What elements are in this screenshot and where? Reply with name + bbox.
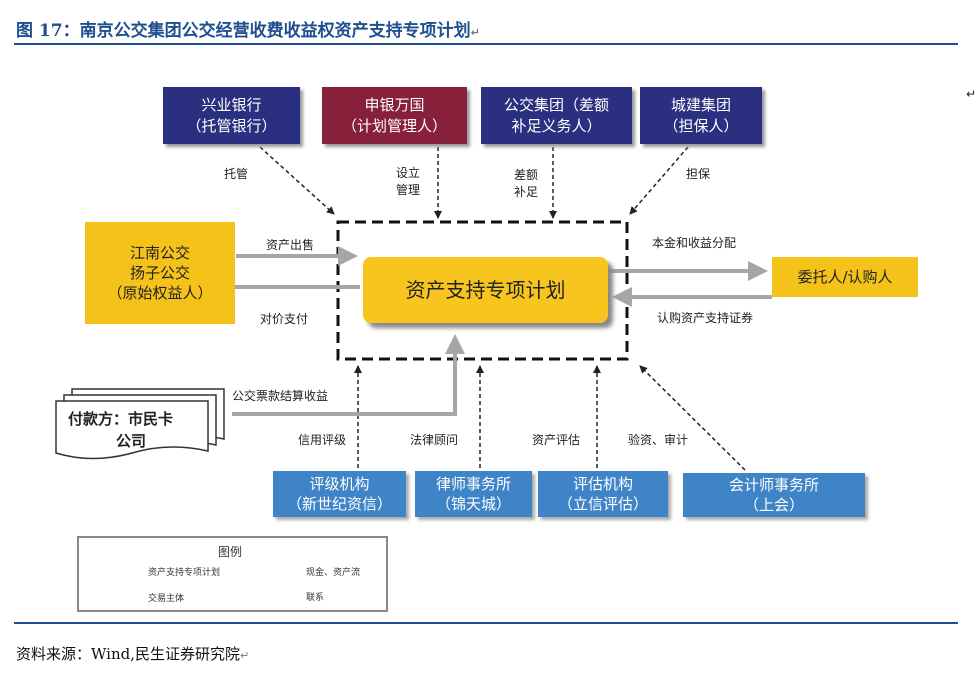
law-firm-firm: （锦天城） — [435, 495, 511, 513]
legend-plan-label: 资产支持专项计划 — [148, 568, 221, 578]
payer-line2: 公司 — [116, 432, 147, 450]
abs-plan-box: 资产支持专项计划 — [363, 257, 608, 323]
law-firm-box: 律师事务所 （锦天城） — [415, 471, 532, 517]
abs-plan-label: 资产支持专项计划 — [405, 277, 566, 302]
trustee-bank-role: （托管银行） — [186, 116, 277, 135]
figure-title: 图 17：南京公交集团公交经营收费收益权资产支持专项计划↵ — [16, 16, 480, 41]
title-rule — [14, 43, 958, 45]
rating-agency-box: 评级机构 （新世纪资信） — [273, 471, 406, 517]
source-paragraph-mark: ↵ — [239, 649, 250, 662]
legend-cash-label: 现金、资产流 — [306, 568, 361, 578]
figure-title-text: 图 17：南京公交集团公交经营收费收益权资产支持专项计划 — [16, 21, 471, 41]
topup-label-1: 差额 — [514, 168, 539, 182]
legend-box — [77, 536, 388, 612]
plan-manager-role: （计划管理人） — [341, 116, 447, 135]
asset-valuation-label: 资产评估 — [532, 433, 581, 447]
guarantee-label: 担保 — [686, 167, 711, 181]
source-rule — [14, 622, 958, 624]
setup-label-1: 设立 — [396, 166, 421, 180]
plan-manager-name: 申银万国 — [364, 96, 425, 115]
source-note: 资料来源：Wind,民生证券研究院↵ — [16, 643, 249, 664]
guarantor-box: 城建集团 （担保人） — [640, 87, 762, 144]
law-firm-name: 律师事务所 — [435, 474, 511, 493]
source-text: 资料来源：Wind,民生证券研究院 — [16, 645, 240, 663]
legend-title: 图例 — [218, 545, 243, 559]
originator-box: 江南公交 扬子公交 （原始权益人） — [85, 222, 235, 324]
asset-sale-label: 资产出售 — [266, 238, 315, 252]
legend-party-label: 交易主体 — [148, 594, 185, 604]
plan-manager-box: 申银万国 （计划管理人） — [322, 87, 467, 144]
custody-label: 托管 — [224, 167, 249, 181]
consideration-label: 对价支付 — [260, 312, 309, 326]
originator-line3: （原始权益人） — [107, 284, 213, 303]
payer-doc-front — [55, 400, 209, 460]
subscription-label: 认购资产支持证券 — [657, 311, 754, 325]
investor-label: 委托人/认购人 — [797, 267, 893, 286]
topup-obligor-line1: 公交集团（差额 — [503, 96, 609, 115]
topup-obligor-line2: 补足义务人） — [511, 116, 602, 135]
topup-label-2: 补足 — [514, 185, 539, 199]
setup-label-2: 管理 — [396, 183, 421, 197]
guarantor-role: （担保人） — [663, 116, 739, 135]
valuation-firm-name: 评估机构 — [572, 474, 633, 493]
rating-agency-firm: （新世纪资信） — [286, 495, 392, 513]
trustee-bank-name: 兴业银行 — [201, 96, 262, 115]
payer-line1: 付款方：市民卡 — [68, 410, 174, 428]
custody-arrow — [259, 146, 335, 215]
accounting-firm-firm: （上会） — [743, 496, 804, 514]
legal-advice-label: 法律顾问 — [410, 433, 459, 447]
guarantee-arrow — [629, 146, 689, 215]
investor-box: 委托人/认购人 — [772, 257, 918, 297]
capital-audit-label: 验资、审计 — [628, 433, 689, 447]
audit-arrow — [639, 365, 746, 471]
rating-agency-name: 评级机构 — [309, 474, 370, 493]
originator-line1: 江南公交 — [129, 243, 190, 262]
originator-line2: 扬子公交 — [129, 263, 190, 282]
fare-income-label: 公交票款结算收益 — [232, 389, 329, 403]
distribution-label: 本金和收益分配 — [652, 236, 737, 250]
paragraph-mark: ↵ — [470, 26, 480, 39]
accounting-firm-box: 会计师事务所 （上会） — [683, 473, 865, 517]
trustee-bank-box: 兴业银行 （托管银行） — [163, 87, 300, 144]
side-mark: ↵ — [966, 87, 976, 101]
guarantor-name: 城建集团 — [670, 96, 731, 115]
valuation-firm-box: 评估机构 （立信评估） — [538, 471, 668, 517]
fare-income-arrow — [232, 334, 465, 416]
credit-rating-label: 信用评级 — [298, 433, 347, 447]
valuation-firm-firm: （立信评估） — [557, 495, 648, 513]
accounting-firm-name: 会计师事务所 — [728, 475, 819, 494]
topup-obligor-box: 公交集团（差额 补足义务人） — [481, 87, 632, 144]
legend-link-label: 联系 — [306, 593, 325, 603]
